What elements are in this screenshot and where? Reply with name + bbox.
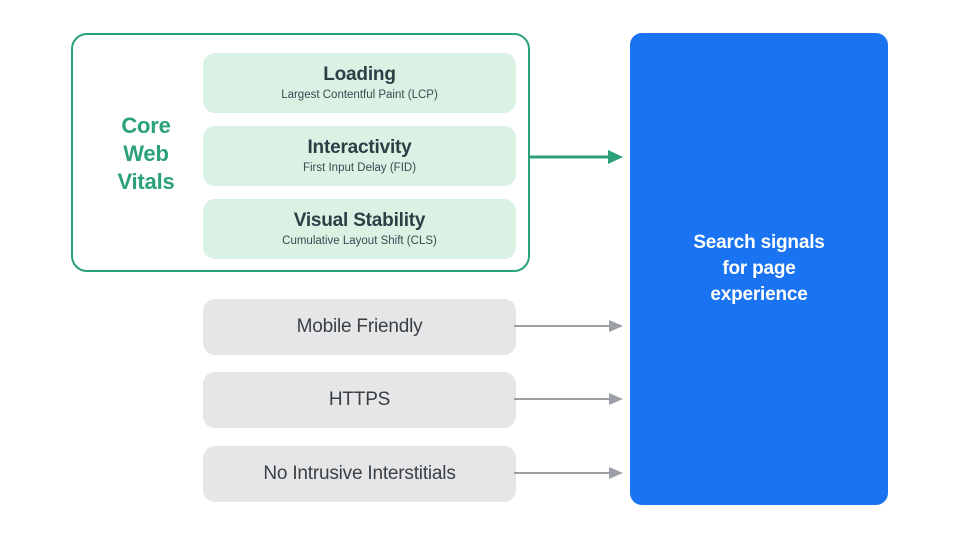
vital-card-visual-stability: Visual Stability Cumulative Layout Shift…: [203, 199, 516, 259]
vital-card-loading-title: Loading: [323, 64, 396, 85]
signal-card-mobile-friendly: Mobile Friendly: [203, 299, 516, 355]
signal-card-no-intrusive-interstitials: No Intrusive Interstitials: [203, 446, 516, 502]
vital-card-visual-stability-subtitle: Cumulative Layout Shift (CLS): [282, 235, 437, 247]
core-web-vitals-label-line-3: Vitals: [117, 169, 175, 194]
arrow-core-web-vitals-to-outcome-icon: [528, 150, 623, 164]
signal-card-https-label: HTTPS: [328, 389, 391, 410]
outcome-panel-search-signals: Search signals for page experience: [630, 33, 888, 505]
arrow-mobile-friendly-to-outcome-icon: [514, 320, 623, 332]
vital-card-visual-stability-title: Visual Stability: [293, 210, 426, 231]
outcome-panel-text: Search signals for page experience: [693, 232, 825, 305]
vital-card-interactivity: Interactivity First Input Delay (FID): [203, 126, 516, 186]
vital-card-loading: Loading Largest Contentful Paint (LCP): [203, 53, 516, 113]
signal-card-no-intrusive-interstitials-label: No Intrusive Interstitials: [263, 463, 456, 484]
core-web-vitals-label-line-1: Core: [121, 113, 171, 138]
signal-card-mobile-friendly-label: Mobile Friendly: [296, 316, 423, 337]
arrow-https-to-outcome-icon: [514, 393, 623, 405]
core-web-vitals-label: Core Web Vitals: [96, 112, 196, 196]
vital-card-interactivity-title: Interactivity: [307, 137, 412, 158]
arrow-no-intrusive-interstitials-to-outcome-icon: [514, 467, 623, 479]
vital-card-loading-subtitle: Largest Contentful Paint (LCP): [281, 89, 438, 101]
core-web-vitals-label-line-2: Web: [123, 141, 169, 166]
vital-card-interactivity-subtitle: First Input Delay (FID): [302, 162, 417, 174]
signal-card-https: HTTPS: [203, 372, 516, 428]
